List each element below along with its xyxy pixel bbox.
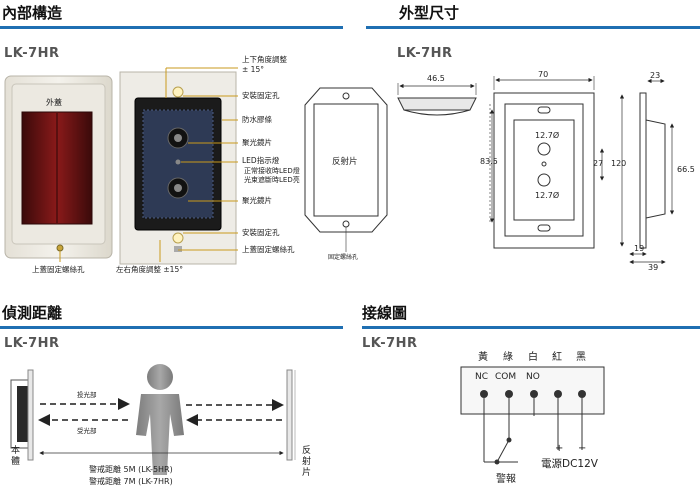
dim-center-height: 83.5	[480, 157, 498, 166]
label-range-1: 警戒距離 5M (LK-5HR)	[89, 465, 173, 474]
wire-color-red: 紅	[552, 352, 562, 363]
detection-drawing	[10, 364, 296, 475]
section-bar-detection	[0, 326, 343, 329]
label-horizontal-adjust: 左右角度調整 ±15°	[116, 265, 183, 274]
wiring-drawing	[460, 366, 605, 465]
cover-unit	[4, 75, 113, 259]
label-emit: 投光部	[77, 391, 97, 399]
section-title-dimensions: 外型尺寸	[399, 4, 460, 22]
model-internal: LK-7HR	[4, 46, 60, 61]
label-reflector-side: 反射片	[302, 446, 312, 478]
model-detection: LK-7HR	[4, 336, 60, 351]
label-led-note-1: 正常接收時LED燈	[244, 167, 300, 175]
dim-depth: 23	[650, 71, 661, 80]
section-bar-wiring	[362, 326, 700, 329]
label-gasket: 防水膠條	[242, 115, 272, 124]
label-cover: 外蓋	[46, 98, 62, 107]
label-mount-hole-top: 安裝固定孔	[242, 91, 280, 100]
terminal-com: COM	[495, 372, 517, 382]
label-reflector: 反射片	[332, 157, 358, 167]
label-led-note-2: 光束遮斷時LED亮	[244, 176, 300, 184]
label-range-2: 警戒距離 7M (LK-7HR)	[89, 477, 173, 486]
side-profile-drawing	[397, 83, 477, 116]
wire-color-black: 黑	[576, 352, 586, 363]
dim-side-height: 66.5	[677, 165, 695, 174]
label-vertical-adjust-1: 上下角度調整	[242, 55, 287, 64]
section-title-internal: 內部構造	[2, 4, 63, 22]
terminal-nc: NC	[475, 372, 489, 382]
dim-39: 39	[648, 263, 659, 272]
label-top-screw: 上蓋固定螺絲孔	[32, 265, 85, 274]
label-fixing-screw: 固定螺絲孔	[328, 254, 359, 261]
label-cover-screw: 上蓋固定螺絲孔	[242, 245, 295, 254]
model-wiring: LK-7HR	[362, 336, 418, 351]
dim-lens-top: 12.7Ø	[535, 131, 560, 140]
label-body: 本體	[11, 446, 21, 467]
label-alarm: 警報	[496, 474, 516, 485]
side-view-drawing	[629, 78, 675, 265]
label-plus: +	[555, 443, 564, 454]
label-vertical-adjust-2: ± 15°	[242, 65, 264, 74]
model-dimensions: LK-7HR	[397, 46, 453, 61]
wire-color-yellow: 黃	[478, 352, 488, 363]
reflector-drawing	[304, 87, 388, 252]
wire-color-white: 白	[528, 352, 538, 363]
wire-color-green: 綠	[503, 352, 513, 363]
dim-reflector-width: 46.5	[427, 74, 445, 83]
label-lens-bottom: 聚光鏡片	[242, 196, 272, 205]
dim-lens-bottom: 12.7Ø	[535, 191, 560, 200]
dim-body-width: 70	[538, 70, 549, 79]
opened-unit	[119, 71, 237, 265]
front-body-drawing	[489, 76, 625, 249]
terminal-no: NO	[526, 372, 540, 382]
label-power: 電源DC12V	[541, 458, 598, 470]
dim-total-height: 120	[611, 159, 627, 168]
label-minus: −	[578, 443, 587, 454]
section-bar-dimensions	[366, 26, 700, 29]
section-bar-internal	[0, 26, 343, 29]
label-receive: 受光部	[77, 427, 97, 435]
label-lens-top: 聚光鏡片	[242, 138, 272, 147]
section-title-detection: 偵測距離	[2, 304, 63, 322]
label-mount-hole-bottom: 安裝固定孔	[242, 228, 280, 237]
label-led: LED指示燈	[242, 156, 280, 165]
dim-spacing: 27	[593, 159, 604, 168]
leader-lines	[59, 67, 238, 262]
dim-19: 19	[634, 244, 645, 253]
section-title-wiring: 接線圖	[362, 304, 408, 322]
